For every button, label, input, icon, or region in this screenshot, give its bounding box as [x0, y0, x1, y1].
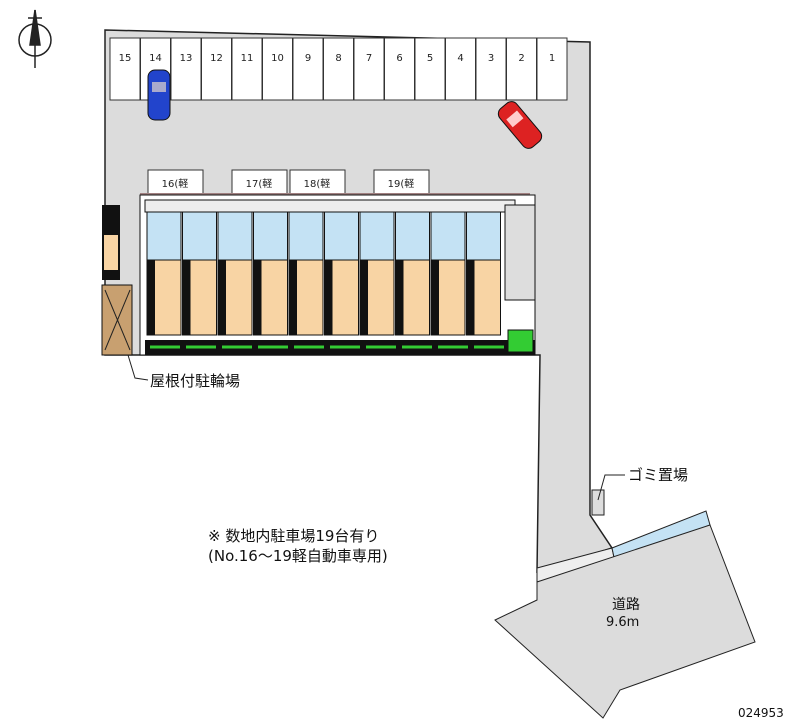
north-arrow-icon	[18, 9, 52, 68]
apartment-unit	[288, 211, 324, 336]
stall-number: 14	[149, 53, 162, 64]
bike-parking-label: 屋根付駐輪場	[150, 372, 241, 390]
apartment-unit	[146, 211, 182, 336]
stall-number: 6	[396, 53, 402, 64]
stall-number: 5	[427, 53, 433, 64]
apartment-building	[102, 194, 536, 356]
garbage-label: ゴミ置場	[628, 466, 689, 484]
parking-stall: 5	[414, 37, 446, 101]
kei-stall-label: 16(軽	[162, 178, 189, 190]
road-name: 道路	[612, 597, 640, 613]
parking-stall: 12	[201, 37, 232, 101]
parking-stall: 7	[353, 37, 385, 101]
parking-stall: 6	[384, 37, 415, 101]
red-car-icon	[497, 101, 543, 149]
parking-note-line2: (No.16～19軽自動車専用)	[208, 547, 388, 565]
road	[494, 524, 756, 719]
stall-number: 13	[180, 53, 193, 64]
parking-stall: 15	[109, 37, 141, 101]
kei-stall-label: 18(軽	[304, 178, 331, 190]
stall-number: 4	[457, 53, 463, 64]
parking-stall: 13	[170, 37, 202, 101]
parking-stall: 11	[231, 37, 263, 101]
stall-number: 2	[518, 53, 524, 64]
kei-stall: 19(軽	[373, 169, 430, 196]
blue-car-icon	[147, 69, 171, 121]
parking-stall: 4	[445, 37, 476, 101]
parking-stall: 8	[323, 37, 354, 101]
parking-stall: 1	[536, 37, 568, 101]
apartment-unit	[466, 211, 501, 336]
kei-stall-label: 17(軽	[246, 178, 273, 190]
kei-stall: 17(軽	[231, 169, 288, 196]
stall-number: 10	[271, 53, 284, 64]
apartment-unit	[217, 211, 253, 336]
property-code: 024953	[738, 706, 784, 720]
apartment-unit	[359, 211, 395, 336]
road-width: 9.6m	[606, 615, 640, 630]
stall-number: 1	[549, 53, 555, 64]
kei-stall-label: 19(軽	[388, 178, 415, 190]
apartment-unit	[324, 211, 359, 336]
garbage-area	[591, 489, 605, 516]
stall-number: 9	[305, 53, 311, 64]
bike-parking-shelter	[101, 284, 133, 356]
stall-number: 12	[210, 53, 223, 64]
parking-stall: 3	[475, 37, 507, 101]
apartment-unit	[253, 211, 288, 336]
kei-stall: 18(軽	[289, 169, 346, 196]
stall-number: 8	[335, 53, 341, 64]
apartment-unit	[395, 211, 430, 336]
parking-stalls: 15 14 13 12 11 10 9 8 7 6 5 4 3 2 1	[109, 37, 568, 101]
kei-stall: 16(軽	[147, 169, 204, 196]
stall-number: 11	[241, 53, 254, 64]
parking-note-line1: ※ 数地内駐車場19台有り	[208, 527, 380, 545]
parking-stall: 9	[292, 37, 324, 101]
parking-stall: 10	[262, 37, 293, 101]
stall-number: 3	[488, 53, 494, 64]
stall-number: 7	[366, 53, 372, 64]
apartment-unit	[430, 211, 466, 336]
apartment-unit	[182, 211, 217, 336]
stall-number: 15	[119, 53, 132, 64]
parking-stall: 2	[506, 37, 537, 101]
